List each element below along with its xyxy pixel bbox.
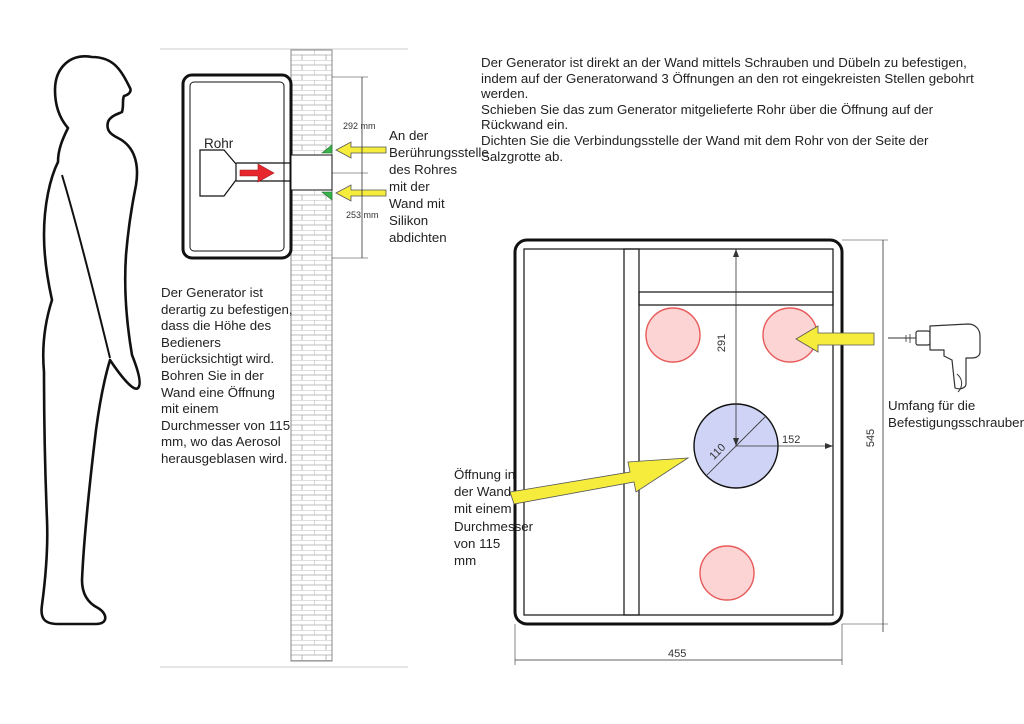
drill-icon [888,323,981,393]
pipe-funnel [199,149,237,197]
pipe-label: Rohr [204,136,234,151]
pipe-inner [236,162,291,182]
mount-hole-top-left [645,307,701,363]
opening-note: Öffnung in der Wand mit einem Durchmesse… [454,467,534,569]
seal-arrow-top [335,141,387,159]
side-view [160,48,408,668]
dim-label-253mm: 253 mm [346,210,379,220]
front-view [509,238,888,665]
pipe-through-wall [290,154,333,191]
mount-hole-bottom [699,545,755,601]
mounting-height-note: Der Generator ist derartig zu befestigen… [161,285,293,466]
dim-label-152: 152 [782,434,801,446]
seal-top-marker [321,144,333,154]
dim-arrow-152 [825,443,833,449]
dim-label-291: 291 [716,333,729,353]
seal-arrow-bottom [335,184,387,202]
intro-text: Der Generator ist direkt an der Wand mit… [481,55,981,164]
dim-label-545: 545 [865,428,878,448]
dim-label-455: 455 [668,648,687,660]
panel-vertical-rail [623,248,640,616]
panel-outer [513,238,844,626]
opening-arrow [509,457,690,505]
brick-wall [290,49,333,662]
seal-note: An der Berührungsstelle des Rohres mit d… [389,128,489,245]
generator-side-inner [189,81,285,252]
intro-line-1: Der Generator ist direkt an der Wand mit… [481,55,974,102]
intro-line-3: Dichten Sie die Verbindungsstelle der Wa… [481,132,929,164]
seal-bottom-marker [321,191,333,201]
screw-hole-arrow [795,325,875,353]
screws-note: Umfang für die Befestigungsschrauben [888,398,1024,430]
panel-inner [523,248,834,616]
generator-side [181,73,293,260]
red-airflow-arrow [239,163,275,183]
human-silhouette [40,55,141,626]
dim-label-292mm: 292 mm [343,121,376,131]
intro-line-2: Schieben Sie das zum Generator mitgelief… [481,101,934,133]
